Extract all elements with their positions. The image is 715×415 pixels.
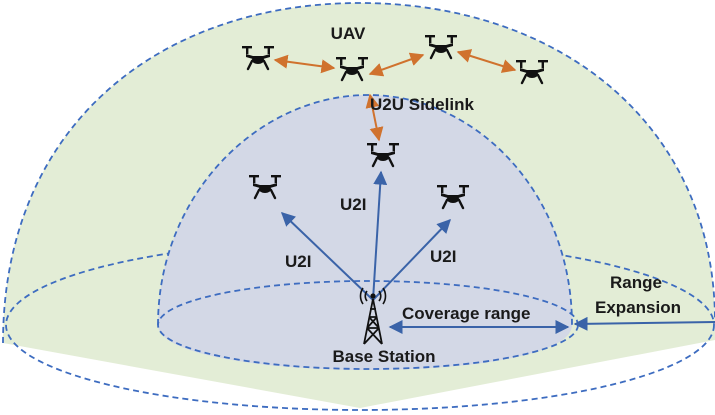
outer-dome-outline: [2, 2, 715, 344]
base-station-label: Base Station: [333, 347, 436, 366]
base-station-tower-icon: [359, 287, 387, 345]
u2i-label-center: U2I: [340, 195, 366, 214]
u2i-arrow-center: [372, 170, 388, 301]
inner-coverage-dome: [158, 95, 572, 370]
range-expansion-label-line1: Range: [610, 273, 662, 292]
u2u-arrow-3: [456, 49, 517, 73]
u2u-arrow-down: [365, 93, 384, 142]
u2i-label-right: U2I: [430, 247, 456, 266]
coverage-range-label: Coverage range: [402, 304, 531, 323]
u2i-links: [280, 170, 451, 301]
u2u-arrow-2: [368, 52, 425, 77]
u2i-arrow-left: [280, 212, 374, 301]
range-expansion-arrow: [573, 316, 715, 331]
u2u-arrow-1: [273, 54, 336, 74]
u2i-arrow-right: [372, 218, 451, 301]
u2i-label-left: U2I: [285, 252, 311, 271]
u2u-sidelink-label: U2U Sidelink: [370, 95, 474, 114]
u2u-links: [273, 49, 517, 142]
uav-label: UAV: [331, 24, 366, 43]
range-expansion-label-line2: Expansion: [595, 298, 681, 317]
